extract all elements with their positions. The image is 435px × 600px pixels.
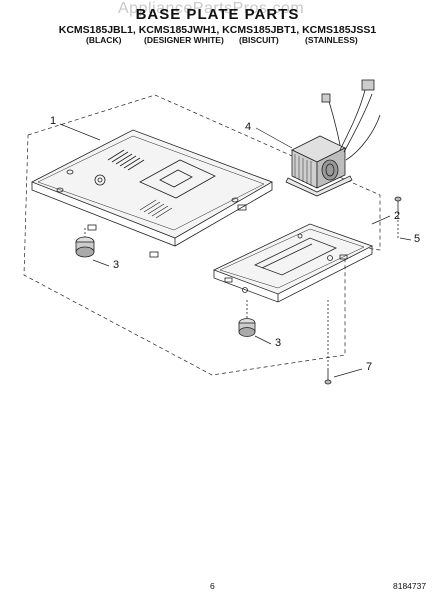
page-title: BASE PLATE PARTS [135,6,300,23]
screw-part-5 [394,196,402,238]
transformer-part-4 [285,79,381,197]
document-number: 8184737 [393,581,427,591]
callout-part-2: 2 [394,210,401,222]
variant-stainless: (STAINLESS) [305,35,358,45]
page-number: 6 [210,581,215,591]
model-numbers: KCMS185JBL1, KCMS185JWH1, KCMS185JBT1, K… [58,24,377,36]
base-plate-part-1 [31,129,273,258]
callout-part-5: 5 [414,233,421,245]
callout-part-4: 4 [245,121,252,133]
foot-part-3-left [75,228,95,258]
callout-part-3-right: 3 [275,337,282,349]
variant-black: (BLACK) [86,35,122,45]
callout-part-1: 1 [50,115,57,127]
variant-biscuit: (BISCUIT) [239,35,279,45]
leader-lines [59,123,412,378]
variant-designer-white: (DESIGNER WHITE) [144,35,224,45]
callout-part-7: 7 [366,361,373,373]
callout-part-3-left: 3 [113,259,120,271]
bracket-plate-part-2 [212,223,374,303]
foot-part-3-right [238,300,256,337]
screw-part-7 [324,300,332,385]
watermark: AppliancePartsPros.com [118,0,305,17]
